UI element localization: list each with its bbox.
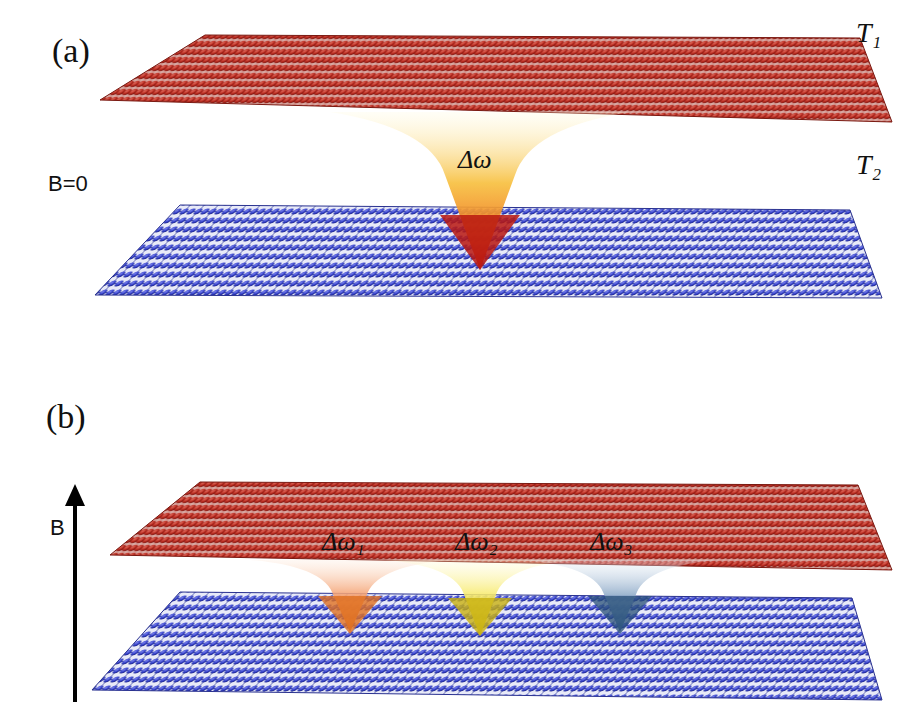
temperature-label: T₁ — [856, 18, 881, 49]
field-arrow-shaft — [73, 502, 77, 702]
field-label: B=0 — [48, 172, 88, 196]
cone-tip — [440, 215, 520, 270]
bottom-sheet — [92, 592, 882, 700]
heat-flow-cone — [385, 560, 575, 636]
heat-flow-cone — [330, 112, 630, 270]
heat-flux-label: Δω₂ — [455, 528, 498, 557]
bottom-sheet — [95, 205, 882, 298]
heat-flux-label: Δω₃ — [590, 528, 633, 557]
heat-flux-label: Δω₁ — [322, 528, 365, 557]
cone-tip — [318, 596, 382, 634]
panel-label: (a) — [52, 32, 90, 69]
cone-tip — [588, 596, 652, 634]
cone-tip — [448, 598, 512, 636]
field-arrow-head — [65, 484, 85, 506]
panel-label: (b) — [46, 398, 86, 435]
heat-flux-label: Δω — [458, 146, 492, 175]
top-sheet — [110, 482, 892, 570]
field-label: B — [50, 516, 65, 540]
temperature-label: T₂ — [856, 150, 881, 181]
top-sheet — [100, 35, 892, 122]
